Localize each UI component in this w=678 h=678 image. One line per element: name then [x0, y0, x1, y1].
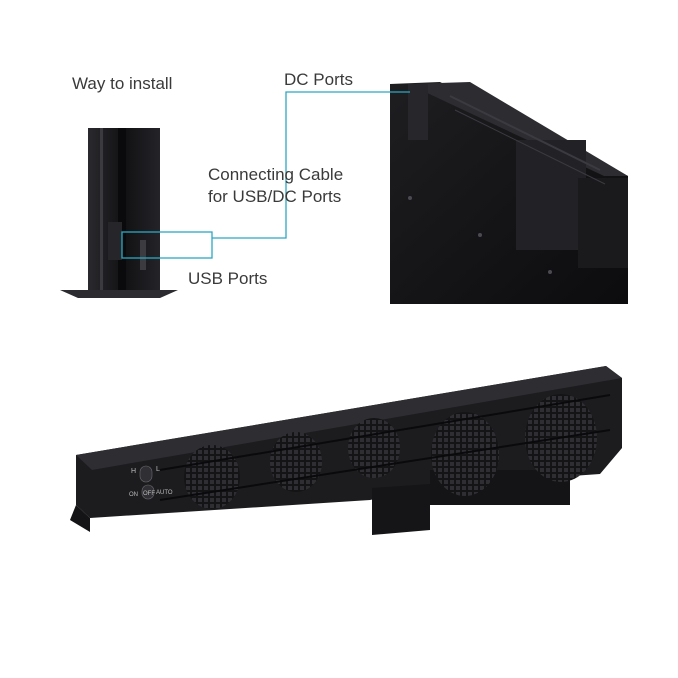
fan-grill-1	[184, 445, 240, 509]
leader-lines	[121, 91, 410, 259]
fan-grill-4	[431, 412, 499, 496]
cable-label-line1: Connecting Cable	[208, 165, 344, 184]
switch-label-on: ON	[129, 492, 138, 498]
connecting-cable-label: Connecting Cable for USB/DC Ports	[208, 164, 343, 208]
switch-label-auto: AUTO	[156, 490, 173, 496]
cooling-fan-bar	[70, 366, 622, 535]
switch-label-l: L	[156, 466, 160, 473]
console-closeup	[390, 82, 628, 304]
switch-label-h: H	[131, 468, 137, 475]
cable-label-line2: for USB/DC Ports	[208, 187, 342, 206]
dc-ports-label: DC Ports	[284, 70, 353, 89]
usb-ports-label: USB Ports	[188, 269, 268, 288]
console-standing	[60, 128, 178, 298]
install-title: Way to install	[72, 74, 173, 93]
fan-grill-2	[270, 432, 322, 492]
switch-label-off: OFF	[143, 491, 155, 497]
